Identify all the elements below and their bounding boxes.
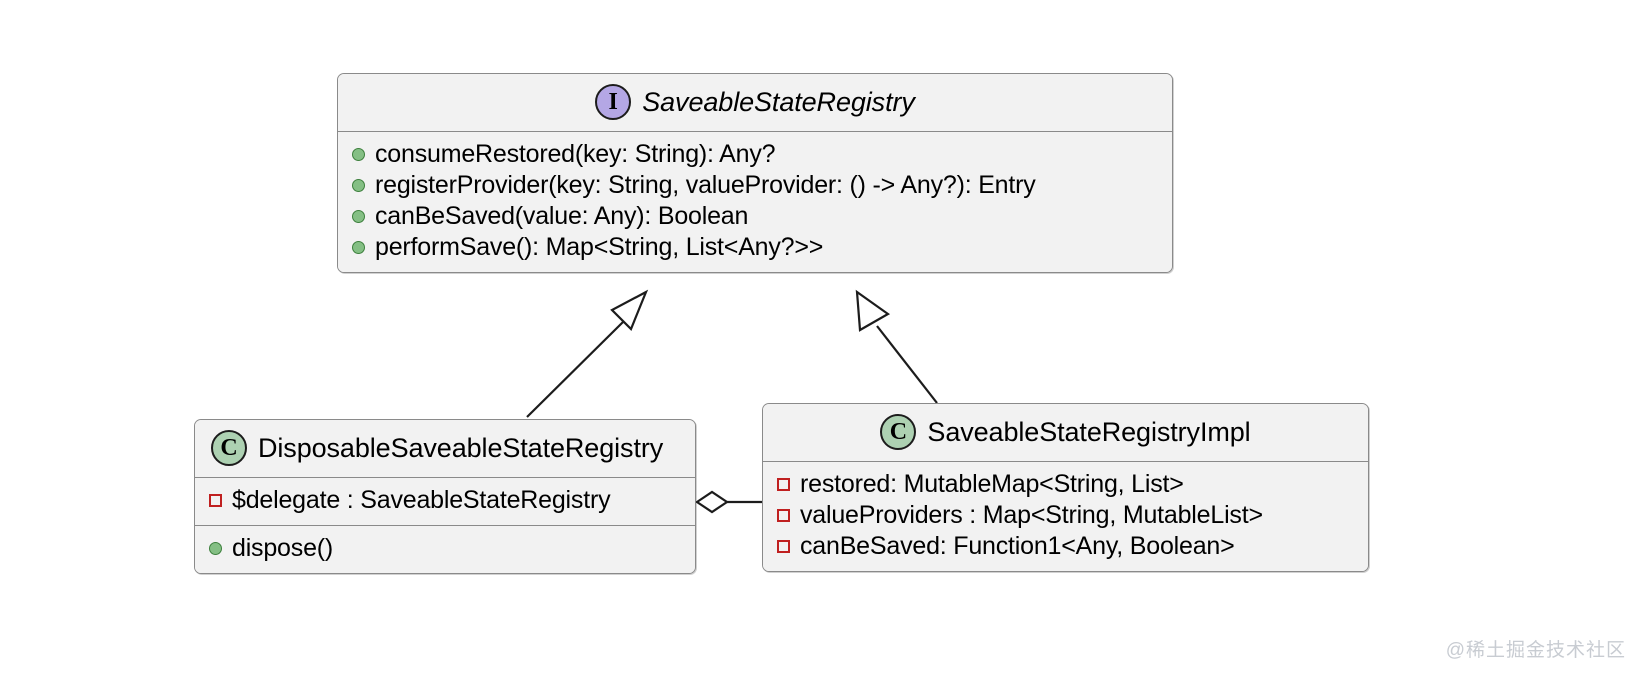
member-label: performSave(): Map<String, List<Any?>>: [375, 233, 824, 261]
member-row[interactable]: dispose(): [209, 533, 681, 564]
member-label: dispose(): [232, 534, 334, 562]
member-row[interactable]: registerProvider(key: String, valueProvi…: [352, 170, 1158, 201]
member-label: canBeSaved(value: Any): Boolean: [375, 202, 749, 230]
member-label: consumeRestored(key: String): Any?: [375, 140, 776, 168]
methods-compartment: dispose(): [195, 526, 695, 573]
member-label: $delegate : SaveableStateRegistry: [232, 486, 611, 514]
node-header: C DisposableSaveableStateRegistry: [195, 420, 695, 477]
private-field-icon: [777, 478, 790, 491]
node-header: C SaveableStateRegistryImpl: [763, 404, 1368, 461]
member-label: valueProviders : Map<String, MutableList…: [800, 501, 1263, 529]
member-row[interactable]: $delegate : SaveableStateRegistry: [209, 485, 681, 516]
public-method-icon: [352, 241, 365, 254]
member-label: canBeSaved: Function1<Any, Boolean>: [800, 532, 1235, 560]
edge-realization-impl: [855, 289, 938, 404]
uml-node-saveable-state-registry[interactable]: I SaveableStateRegistry consumeRestored(…: [337, 73, 1173, 273]
node-title: SaveableStateRegistry: [642, 86, 915, 117]
edge-aggregation-delegate: [695, 490, 762, 514]
interface-stereotype-icon: I: [595, 84, 632, 120]
member-label: restored: MutableMap<String, List>: [800, 470, 1184, 498]
member-row[interactable]: performSave(): Map<String, List<Any?>>: [352, 232, 1158, 263]
public-method-icon: [209, 542, 222, 555]
uml-node-disposable-saveable-state-registry[interactable]: C DisposableSaveableStateRegistry $deleg…: [194, 419, 696, 574]
section-divider: [195, 525, 695, 526]
public-method-icon: [352, 179, 365, 192]
member-row[interactable]: consumeRestored(key: String): Any?: [352, 139, 1158, 170]
node-title: SaveableStateRegistryImpl: [927, 416, 1251, 447]
section-divider: [763, 461, 1368, 462]
class-stereotype-icon: C: [880, 414, 917, 450]
private-field-icon: [777, 509, 790, 522]
member-row[interactable]: valueProviders : Map<String, MutableList…: [777, 500, 1354, 531]
fields-compartment: $delegate : SaveableStateRegistry: [195, 478, 695, 525]
section-divider: [195, 477, 695, 478]
private-field-icon: [209, 494, 222, 507]
watermark: @稀土掘金技术社区: [1445, 640, 1626, 661]
uml-node-saveable-state-registry-impl[interactable]: C SaveableStateRegistryImpl restored: Mu…: [762, 403, 1369, 572]
public-method-icon: [352, 148, 365, 161]
member-row[interactable]: restored: MutableMap<String, List>: [777, 469, 1354, 500]
member-row[interactable]: canBeSaved: Function1<Any, Boolean>: [777, 531, 1354, 562]
public-method-icon: [352, 210, 365, 223]
edge-realization-disposable: [526, 289, 649, 418]
fields-compartment: restored: MutableMap<String, List> value…: [763, 462, 1368, 571]
node-header: I SaveableStateRegistry: [338, 74, 1172, 131]
member-row[interactable]: canBeSaved(value: Any): Boolean: [352, 201, 1158, 232]
section-divider: [338, 131, 1172, 132]
private-field-icon: [777, 540, 790, 553]
class-stereotype-icon: C: [211, 430, 247, 466]
member-label: registerProvider(key: String, valueProvi…: [375, 171, 1036, 199]
node-title: DisposableSaveableStateRegistry: [258, 432, 664, 463]
methods-compartment: consumeRestored(key: String): Any? regis…: [338, 132, 1172, 272]
